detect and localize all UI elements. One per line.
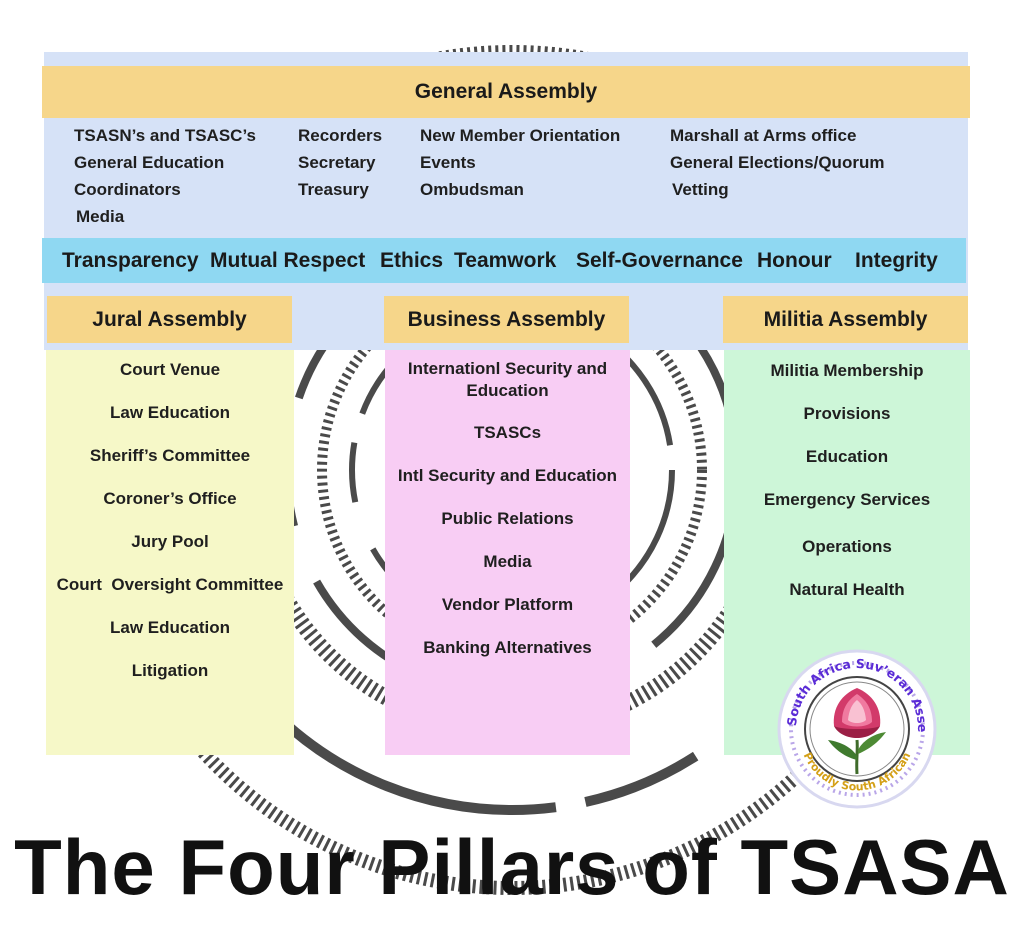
jural-item: Court Venue xyxy=(119,360,221,379)
business-assembly-column: Internationl Security and Education TSAS… xyxy=(385,350,630,755)
emblem-dot-ring xyxy=(789,661,925,797)
jural-assembly-column: Court Venue Law Education Sheriff’s Comm… xyxy=(46,350,294,755)
value-transparency: Transparency xyxy=(62,249,199,272)
business-item: Vendor Platform xyxy=(441,595,574,614)
business-item: TSASCs xyxy=(473,423,542,442)
ga-item: Marshall at Arms office xyxy=(670,126,857,145)
jural-item: Litigation xyxy=(131,661,209,680)
ga-column-3: New Member Orientation Events Ombudsman xyxy=(420,122,620,203)
core-values-bar: Transparency Mutual Respect Ethics Teamw… xyxy=(42,238,966,283)
general-assembly-header: General Assembly xyxy=(42,66,970,118)
ga-item: Vetting xyxy=(672,180,729,199)
militia-item: Education xyxy=(805,447,889,466)
jural-item: Coroner’s Office xyxy=(103,489,237,508)
business-item: Media xyxy=(483,552,532,571)
business-item: Public Relations xyxy=(441,509,574,528)
ga-item: Secretary xyxy=(298,153,376,172)
militia-item: Operations xyxy=(802,537,892,556)
militia-item: Provisions xyxy=(803,404,891,423)
jural-item: Court Oversight Committee xyxy=(56,575,284,594)
ring-inner-ticks xyxy=(317,275,707,665)
ga-item: New Member Orientation xyxy=(420,126,621,145)
ga-item: General Education xyxy=(74,153,225,172)
ga-item: TSASN’s and TSASC’s xyxy=(74,126,256,145)
ga-item: Coordinators xyxy=(74,180,181,199)
militia-item: Natural Health xyxy=(789,580,905,599)
business-item: Internationl Security and Education xyxy=(407,359,608,400)
ga-column-2: Recorders Secretary Treasury xyxy=(298,122,382,203)
jural-item: Jury Pool xyxy=(131,532,209,551)
ga-item: Recorders xyxy=(298,126,383,145)
value-self-governance: Self-Governance xyxy=(576,249,743,272)
militia-assembly-header: Militia Assembly xyxy=(723,296,968,343)
business-item: Intl Security and Education xyxy=(397,466,618,485)
value-ethics: Ethics xyxy=(380,249,444,272)
value-mutual-respect: Mutual Respect xyxy=(210,249,366,272)
ga-item: Media xyxy=(76,207,125,226)
jural-item: Sheriff’s Committee xyxy=(89,446,251,465)
business-assembly-header: Business Assembly xyxy=(384,296,629,343)
militia-item: Emergency Services xyxy=(763,490,931,509)
militia-item: Militia Membership xyxy=(770,361,924,380)
ga-column-4: Marshall at Arms office General Election… xyxy=(670,122,884,203)
protea-flower-icon xyxy=(828,688,886,775)
tsasa-emblem-logo: Terra South Africa Suv’eran Assembly Pro… xyxy=(776,648,937,809)
ga-item: Treasury xyxy=(298,180,369,199)
value-teamwork: Teamwork xyxy=(454,249,557,272)
jural-assembly-header: Jural Assembly xyxy=(47,296,292,343)
value-integrity: Integrity xyxy=(855,249,938,272)
ga-item: Ombudsman xyxy=(420,180,524,199)
business-item: Banking Alternatives xyxy=(423,638,592,657)
emblem-inner-ring-2 xyxy=(809,681,905,777)
ga-item: Events xyxy=(420,153,476,172)
value-honour: Honour xyxy=(757,249,832,272)
ga-item: General Elections/Quorum xyxy=(670,153,885,172)
jural-item: Law Education xyxy=(110,403,230,422)
ga-column-1: TSASN’s and TSASC’s General Education Co… xyxy=(74,122,256,230)
jural-item: Law Education xyxy=(110,618,230,637)
page-title: The Four Pillars of TSASA xyxy=(14,823,1010,911)
